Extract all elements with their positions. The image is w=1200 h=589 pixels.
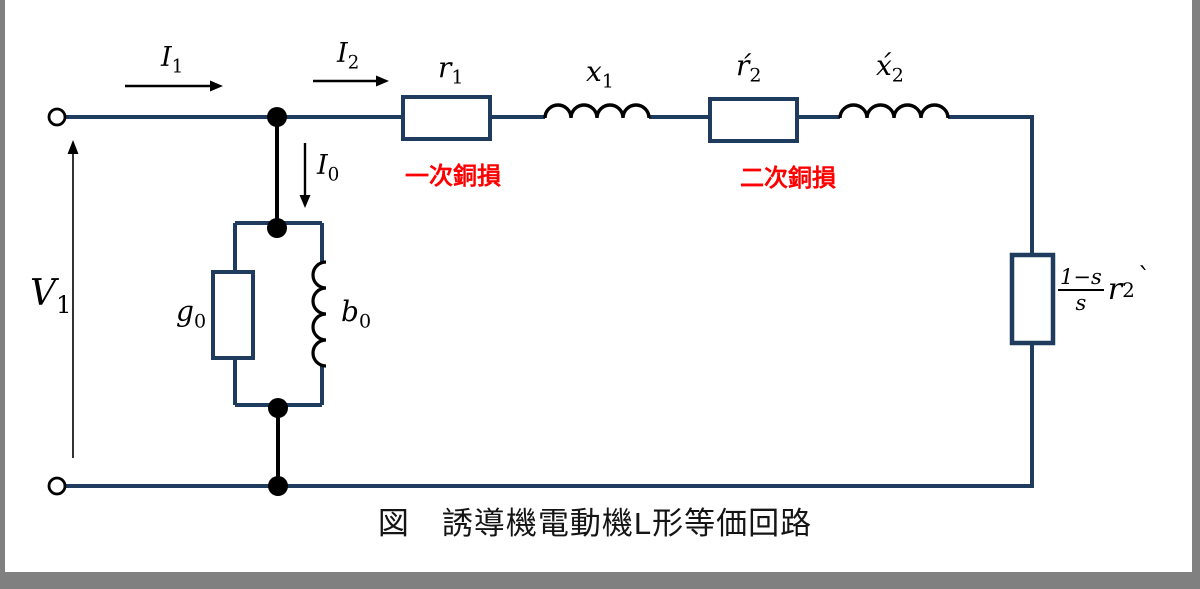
arrow-i1 bbox=[125, 80, 223, 92]
label-g0: g0 bbox=[176, 295, 207, 333]
annotation-secondary-copper-loss: 二次銅損 bbox=[740, 165, 836, 192]
annotation-primary-copper-loss: 一次銅損 bbox=[405, 163, 501, 190]
arrow-i0 bbox=[299, 143, 311, 208]
label-v1: V1 bbox=[30, 273, 72, 320]
load-fraction: 1−s s bbox=[1058, 265, 1104, 316]
main-wires bbox=[65, 115, 1034, 488]
label-r1: r1 bbox=[438, 51, 464, 89]
inductor-x2-prime bbox=[838, 103, 950, 119]
inductor-x1 bbox=[543, 103, 651, 119]
label-i2: I2 bbox=[337, 38, 360, 74]
figure-caption: 図 誘導機電動機L形等価回路 bbox=[377, 506, 813, 541]
junction-connection-lines bbox=[275, 117, 280, 486]
label-i0: I0 bbox=[317, 150, 340, 186]
arrow-v1 bbox=[67, 140, 79, 458]
label-x2-prime: x́2 bbox=[876, 49, 904, 87]
junction-dots bbox=[267, 107, 288, 496]
inductor-b0 bbox=[311, 260, 327, 368]
arrow-i2 bbox=[313, 75, 389, 87]
resistor-load bbox=[1009, 252, 1056, 346]
resistor-g0 bbox=[211, 270, 255, 360]
label-b0: b0 bbox=[341, 295, 372, 333]
label-r2-prime: ŕ2 bbox=[736, 49, 762, 87]
terminal-circles bbox=[47, 107, 67, 496]
resistor-r2-prime bbox=[708, 97, 799, 143]
frame-right-edge bbox=[1192, 0, 1200, 589]
resistor-r1 bbox=[401, 95, 492, 141]
frame-bottom-edge bbox=[0, 572, 1200, 589]
label-x1: x1 bbox=[586, 55, 614, 93]
frame-left-edge bbox=[0, 0, 5, 589]
label-i1: I1 bbox=[161, 42, 184, 78]
